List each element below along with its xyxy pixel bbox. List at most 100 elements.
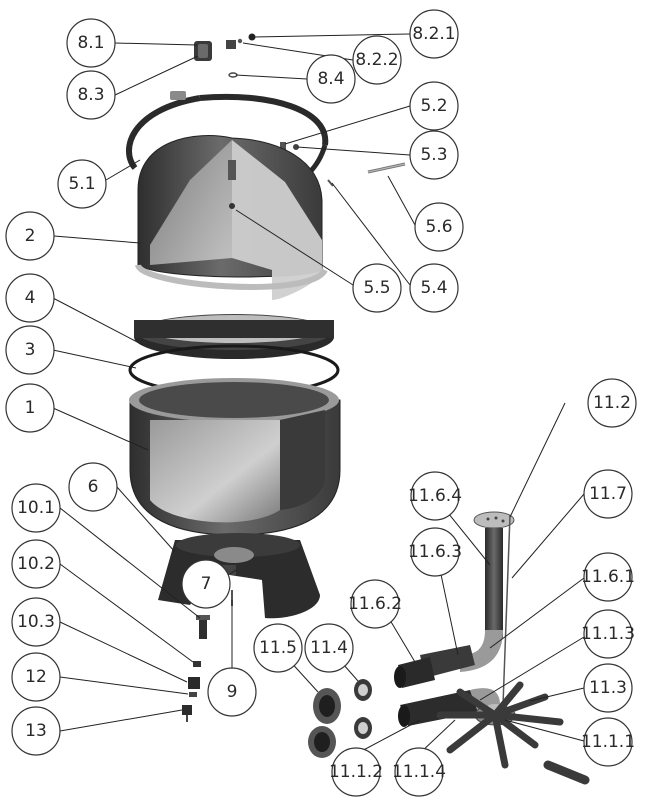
callout-7: 7 [181, 559, 231, 609]
pipe-11-6-3-drawing [420, 645, 475, 678]
callout-13: 13 [11, 706, 61, 756]
callout-12: 12 [11, 652, 61, 702]
callout-1: 1 [5, 383, 55, 433]
cap-10-3-drawing [188, 677, 200, 689]
bolt-5-2-drawing [280, 142, 286, 152]
callout-10-3: 10.3 [11, 597, 61, 647]
callout-11-1-2: 11.1.2 [329, 747, 383, 797]
distributor-11-2-drawing [473, 511, 515, 529]
nut-5-3-drawing [293, 144, 299, 150]
callout-label: 11.2 [593, 393, 631, 413]
callout-label: 11.7 [589, 484, 627, 504]
callout-label: 11.1.3 [581, 624, 635, 644]
callout-label: 8.3 [77, 85, 104, 105]
callout-label: 11.5 [259, 638, 297, 658]
callout-11-6-2: 11.6.2 [348, 579, 402, 629]
callout-label: 12 [25, 667, 47, 687]
rod-11-7-drawing [502, 514, 511, 706]
callout-label: 11.1.1 [581, 732, 635, 752]
callout-label: 11.3 [589, 678, 627, 698]
upper-shell-2-drawing [135, 135, 328, 300]
callout-4: 4 [5, 273, 55, 323]
callout-5-3: 5.3 [409, 130, 459, 180]
callout-11-6-4: 11.6.4 [408, 471, 462, 521]
callout-label: 4 [25, 288, 36, 308]
callout-5-2: 5.2 [409, 81, 459, 131]
callout-label: 5.1 [68, 174, 95, 194]
callout-label: 5.4 [420, 278, 447, 298]
callout-11-6-1: 11.6.1 [581, 552, 635, 602]
callout-label: 8.2.1 [412, 24, 455, 44]
callout-8-2-1: 8.2.1 [409, 9, 459, 59]
callout-label: 10.1 [17, 498, 55, 518]
pipe-11-6-4-drawing [485, 528, 503, 638]
spare-lateral-drawing [543, 760, 590, 785]
callout-11-3: 11.3 [583, 663, 633, 713]
screw-5-4-drawing [327, 179, 334, 187]
callout-5-1: 5.1 [57, 159, 107, 209]
callout-11-1-1: 11.1.1 [581, 717, 635, 767]
callout-label: 10.3 [17, 612, 55, 632]
callout-11-2: 11.2 [587, 378, 637, 428]
part-drawings [125, 33, 590, 785]
callout-11-1-4: 11.1.4 [392, 747, 446, 797]
callout-2: 2 [5, 211, 55, 261]
callout-label: 11.1.2 [329, 762, 383, 782]
base-stand-6-drawing [158, 533, 320, 619]
callout-5-5: 5.5 [352, 263, 402, 313]
pipe-11-1-2-drawing [398, 690, 478, 727]
drain-7-drawing [222, 565, 236, 575]
laterals-11-3-drawing [436, 681, 564, 769]
callouts: 8.1 8.3 8.2.1 8.2.2 8.4 5.2 5.3 5.1 [5, 9, 637, 797]
callout-label: 5.2 [420, 96, 447, 116]
fitting-8-1-drawing [194, 41, 212, 61]
callout-5-6: 5.6 [414, 202, 464, 252]
callout-label: 9 [227, 682, 238, 702]
callout-label: 11.4 [310, 638, 348, 658]
fitting-8-2-drawing [226, 33, 256, 49]
callout-label: 2 [25, 226, 36, 246]
callout-8-2-2: 8.2.2 [352, 35, 402, 85]
screw-13-drawing [182, 705, 192, 722]
callout-label: 5.3 [420, 145, 447, 165]
ring-10-2-drawing [193, 661, 201, 667]
callout-label: 5.6 [425, 217, 452, 237]
callout-11-4: 11.4 [304, 623, 354, 673]
callout-label: 13 [25, 721, 47, 741]
callout-11-7: 11.7 [583, 469, 633, 519]
callout-label: 1 [25, 398, 36, 418]
callout-label: 3 [25, 340, 36, 360]
callout-label: 11.6.3 [408, 542, 462, 562]
callout-label: 8.1 [77, 33, 104, 53]
callout-11-1-3: 11.1.3 [581, 609, 635, 659]
callout-label: 10.2 [17, 554, 55, 574]
callout-11-5: 11.5 [253, 623, 303, 673]
callout-label: 11.6.2 [348, 594, 402, 614]
callout-label: 11.1.4 [392, 762, 446, 782]
union-11-5-drawing [308, 688, 341, 758]
callout-8-1: 8.1 [66, 18, 116, 68]
lower-vessel-1-drawing [129, 378, 341, 536]
callout-10-1: 10.1 [11, 483, 61, 533]
nut-11-4-drawing [354, 679, 372, 739]
callout-label: 11.6.1 [581, 567, 635, 587]
callout-8-4: 8.4 [306, 54, 356, 104]
washer-12-drawing [189, 692, 197, 697]
pin-8-4-drawing [228, 72, 238, 78]
callout-11-6-3: 11.6.3 [408, 527, 462, 577]
callout-8-3: 8.3 [66, 70, 116, 120]
handle-rod-5-6-drawing [367, 162, 406, 174]
callout-label: 7 [201, 574, 212, 594]
callout-label: 11.6.4 [408, 486, 462, 506]
callout-9: 9 [207, 667, 257, 717]
callout-10-2: 10.2 [11, 539, 61, 589]
callout-3: 3 [5, 325, 55, 375]
callout-label: 6 [88, 477, 99, 497]
pipe-11-6-2-drawing [394, 657, 435, 688]
callout-label: 8.4 [317, 69, 344, 89]
valve-10-1-drawing [196, 615, 210, 639]
callout-label: 8.2.2 [355, 50, 398, 70]
callout-6: 6 [68, 462, 118, 512]
callout-5-4: 5.4 [409, 263, 459, 313]
